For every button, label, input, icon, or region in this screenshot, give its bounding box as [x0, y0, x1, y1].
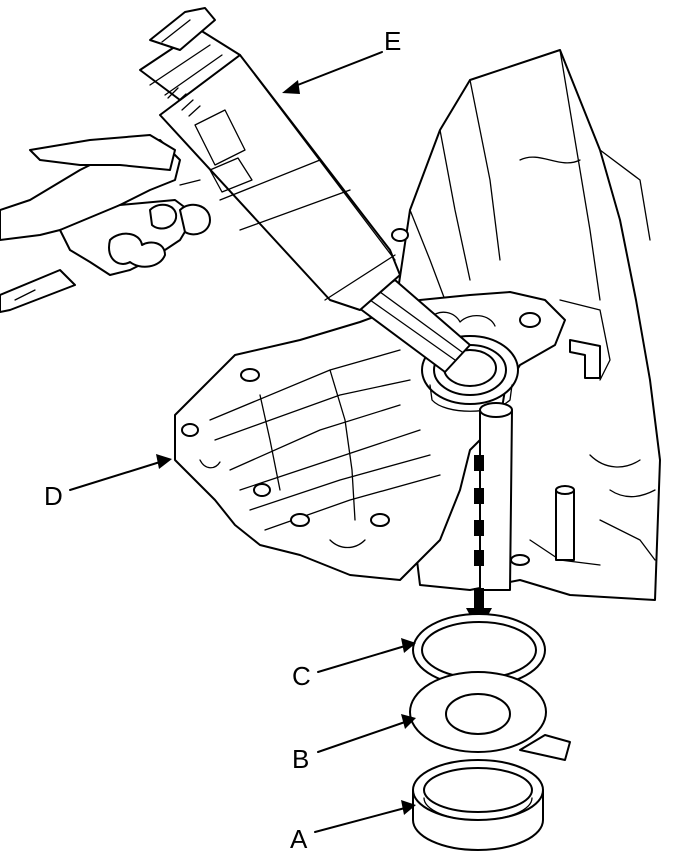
callout-d-label: D [44, 481, 63, 511]
part-b-shim [409, 671, 571, 761]
part-c-o-ring [412, 613, 546, 687]
cover-plate-d [174, 228, 566, 591]
callout-b-label: B [292, 744, 309, 774]
callout-a-label: A [290, 824, 308, 854]
part-a-bearing-race [412, 759, 544, 851]
hand-holding-tool [0, 134, 211, 313]
callout-e-label: E [384, 26, 401, 56]
callout-c-label: C [292, 661, 311, 691]
seal-installer-tool-e [139, 7, 471, 373]
callout-leaders [69, 51, 416, 833]
